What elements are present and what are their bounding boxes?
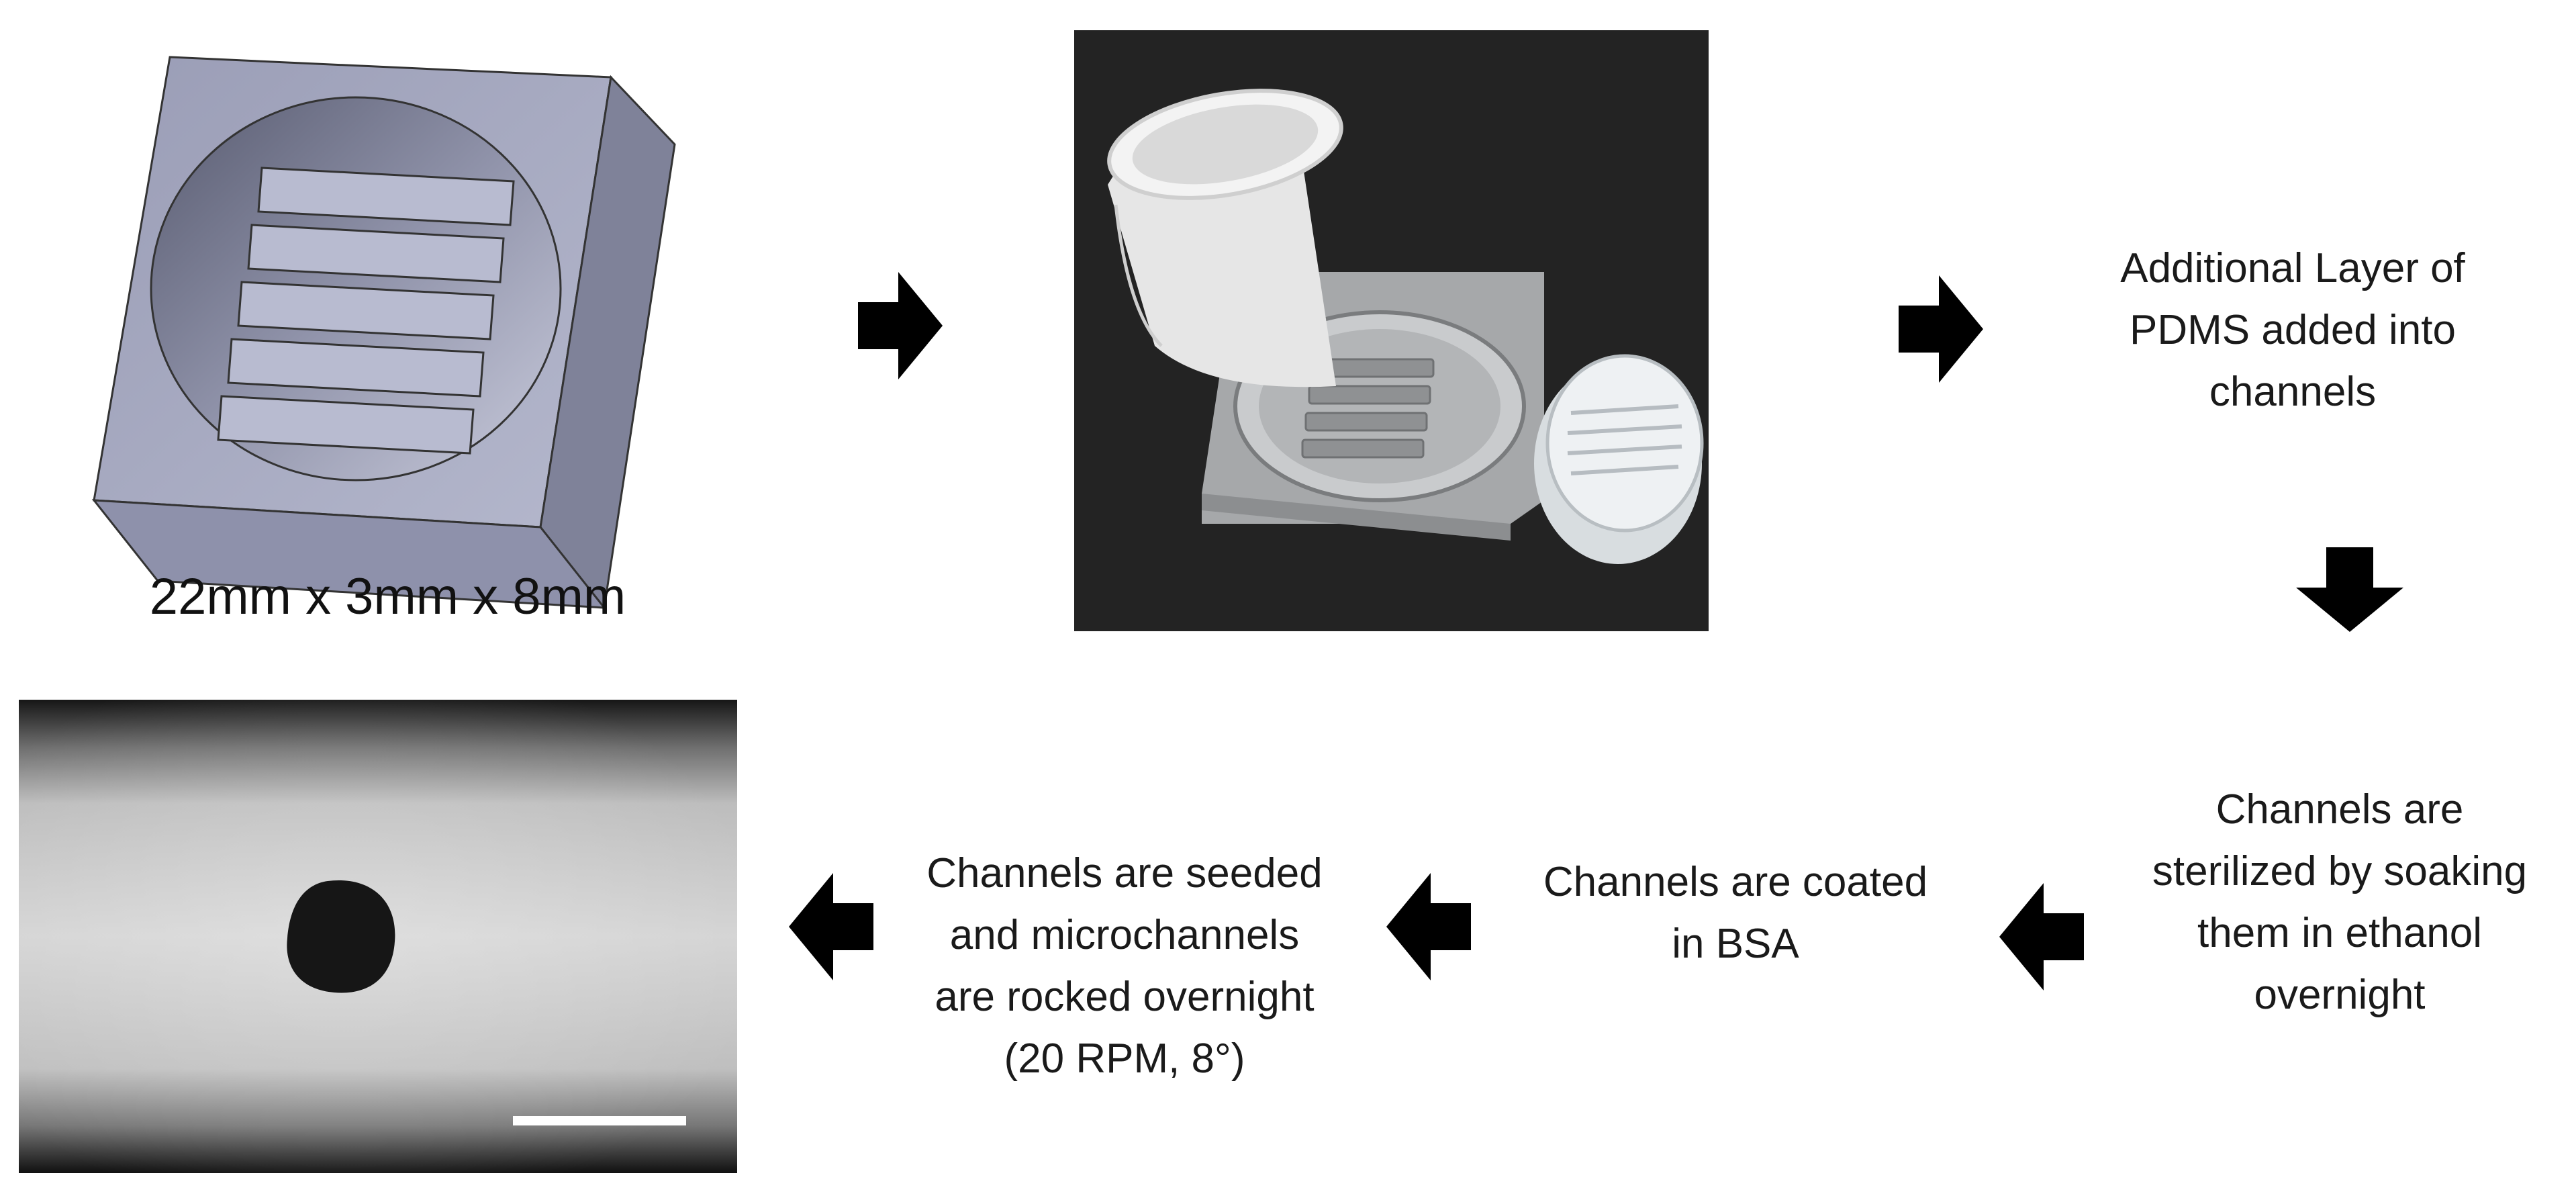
mold-channel-bars [218, 168, 514, 453]
step-coat: Channels are coated in BSA [1504, 851, 1967, 975]
step-seed-line-2: and microchannels [893, 905, 1356, 966]
cell-spheroid [287, 880, 395, 993]
dimension-label: 22mm x 3mm x 8mm [70, 567, 705, 626]
step-coat-line-2: in BSA [1504, 913, 1967, 975]
microscopy-panel [19, 700, 737, 1173]
mold-photo [1074, 30, 1709, 631]
arrow-left-3 [789, 873, 873, 980]
step-pdms-line-1: Additional Layer of [1974, 238, 2576, 299]
scale-bar [513, 1116, 686, 1125]
microscopy-image [19, 700, 737, 1173]
step-sterilize-line-1: Channels are [2108, 779, 2571, 841]
step-pdms-layer: Additional Layer of PDMS added into chan… [1974, 238, 2576, 423]
step-coat-line-1: Channels are coated [1504, 851, 1967, 913]
cad-mold-panel: 22mm x 3mm x 8mm [70, 30, 705, 628]
step-sterilize-line-3: them in ethanol [2108, 903, 2571, 964]
arrow-left-2 [1386, 873, 1471, 980]
step-sterilize-line-4: overnight [2108, 964, 2571, 1026]
arrow-right-1 [858, 272, 943, 379]
step-sterilize: Channels are sterilized by soaking them … [2108, 779, 2571, 1026]
arrow-left-1 [1999, 883, 2084, 990]
step-seed: Channels are seeded and microchannels ar… [893, 843, 1356, 1090]
step-pdms-line-3: channels [1974, 361, 2576, 423]
arrow-down [2296, 547, 2403, 632]
photo-panel [1074, 30, 1709, 631]
step-seed-line-3: are rocked overnight [893, 966, 1356, 1028]
cad-mold-render [70, 30, 705, 628]
arrow-right-2 [1899, 275, 1983, 383]
step-seed-line-1: Channels are seeded [893, 843, 1356, 905]
step-pdms-line-2: PDMS added into [1974, 299, 2576, 361]
step-sterilize-line-2: sterilized by soaking [2108, 841, 2571, 903]
step-seed-line-4: (20 RPM, 8°) [893, 1028, 1356, 1090]
